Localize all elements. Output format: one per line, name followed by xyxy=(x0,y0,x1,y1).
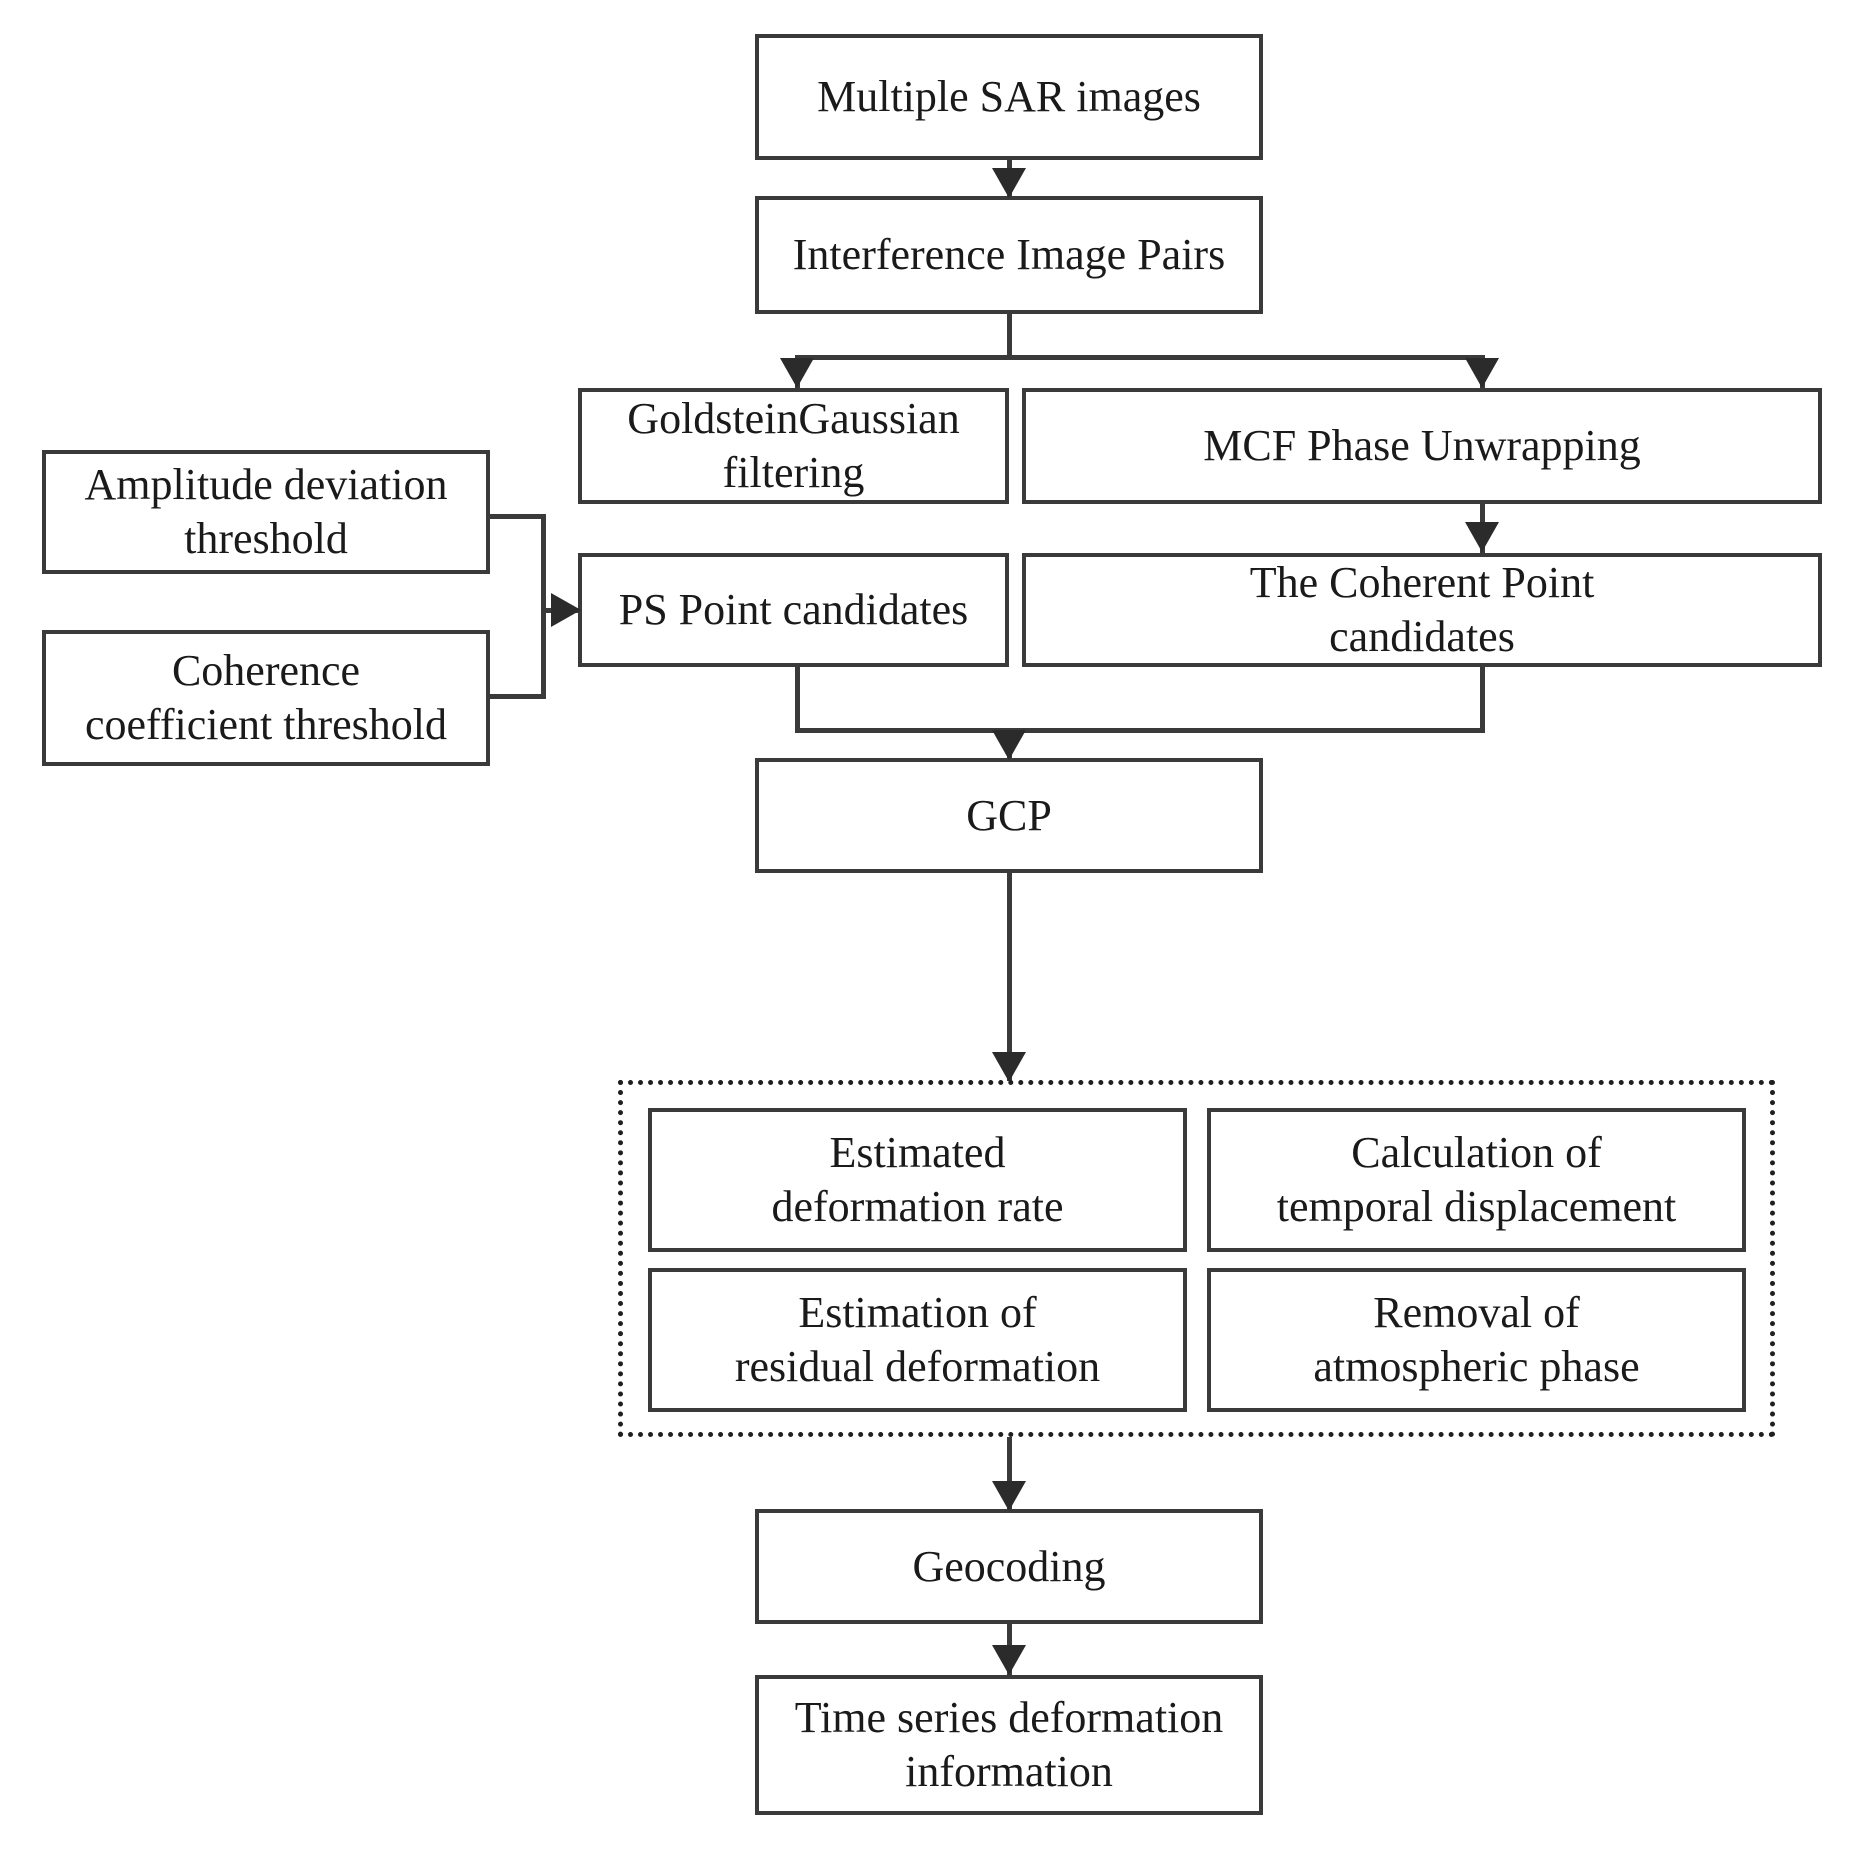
connector-amplitude-out xyxy=(488,514,546,519)
arrowhead-join-to-gcp xyxy=(992,730,1026,760)
connector-pairs-bus xyxy=(795,355,1485,360)
node-gcp[interactable]: GCP xyxy=(755,758,1263,873)
node-ps-point-candidates[interactable]: PS Point candidates xyxy=(578,553,1009,667)
node-label: Time series deformation information xyxy=(794,1693,1224,1796)
node-label: PS Point candidates xyxy=(618,585,969,635)
node-estimated-deformation-rate[interactable]: Estimated deformation rate xyxy=(648,1108,1187,1252)
node-goldstein-gaussian-filtering[interactable]: GoldsteinGaussian filtering xyxy=(578,388,1009,504)
arrowhead-geocoding-to-timeseries xyxy=(992,1645,1026,1675)
connector-coherence-rail xyxy=(541,608,546,699)
connector-ps-down xyxy=(795,667,800,731)
arrowhead-thresholds-to-ps xyxy=(551,593,581,627)
node-time-series-deformation-information[interactable]: Time series deformation information xyxy=(755,1675,1263,1815)
node-amplitude-deviation-threshold[interactable]: Amplitude deviation threshold xyxy=(42,450,490,574)
connector-group-to-geocoding xyxy=(1007,1437,1012,1512)
node-geocoding[interactable]: Geocoding xyxy=(755,1509,1263,1624)
connector-pairs-down xyxy=(1007,314,1012,357)
node-removal-atmospheric-phase[interactable]: Removal of atmospheric phase xyxy=(1207,1268,1746,1412)
node-label: Interference Image Pairs xyxy=(792,230,1226,280)
arrowhead-bus-to-mcf xyxy=(1465,358,1499,388)
node-calculation-temporal-displacement[interactable]: Calculation of temporal displacement xyxy=(1207,1108,1746,1252)
connector-coherent-down xyxy=(1480,667,1485,731)
arrowhead-sar-to-pairs xyxy=(992,168,1026,198)
node-label: Geocoding xyxy=(912,1541,1106,1591)
node-label: Multiple SAR images xyxy=(817,72,1201,122)
connector-join-bus-to-gcp xyxy=(795,728,1485,733)
node-label: Calculation of temporal displacement xyxy=(1276,1128,1677,1231)
arrowhead-group-to-geocoding xyxy=(992,1481,1026,1511)
node-coherence-coefficient-threshold[interactable]: Coherence coefficient threshold xyxy=(42,630,490,766)
node-mcf-phase-unwrapping[interactable]: MCF Phase Unwrapping xyxy=(1022,388,1822,504)
node-label: Amplitude deviation threshold xyxy=(84,460,448,563)
arrowhead-mcf-to-coherent xyxy=(1465,522,1499,552)
arrowhead-gcp-to-group xyxy=(992,1052,1026,1082)
node-label: Removal of atmospheric phase xyxy=(1313,1288,1640,1391)
node-label: MCF Phase Unwrapping xyxy=(1203,421,1641,471)
node-label: Estimation of residual deformation xyxy=(734,1288,1101,1391)
connector-amplitude-rail xyxy=(541,514,546,614)
connector-gcp-to-group xyxy=(1007,873,1012,1081)
processing-group-dotted-box xyxy=(618,1080,1775,1437)
node-label: Estimated deformation rate xyxy=(771,1128,1064,1231)
node-coherent-point-candidates[interactable]: The Coherent Point candidates xyxy=(1022,553,1822,667)
node-label: GoldsteinGaussian filtering xyxy=(627,394,960,497)
node-label: GCP xyxy=(966,790,1052,840)
node-label: Coherence coefficient threshold xyxy=(84,646,448,749)
node-multiple-sar-images[interactable]: Multiple SAR images xyxy=(755,34,1263,160)
arrowhead-bus-to-goldstein xyxy=(780,358,814,388)
connector-coherence-out xyxy=(488,694,546,699)
node-label: The Coherent Point candidates xyxy=(1249,558,1595,661)
node-estimation-residual-deformation[interactable]: Estimation of residual deformation xyxy=(648,1268,1187,1412)
node-interference-image-pairs[interactable]: Interference Image Pairs xyxy=(755,196,1263,314)
